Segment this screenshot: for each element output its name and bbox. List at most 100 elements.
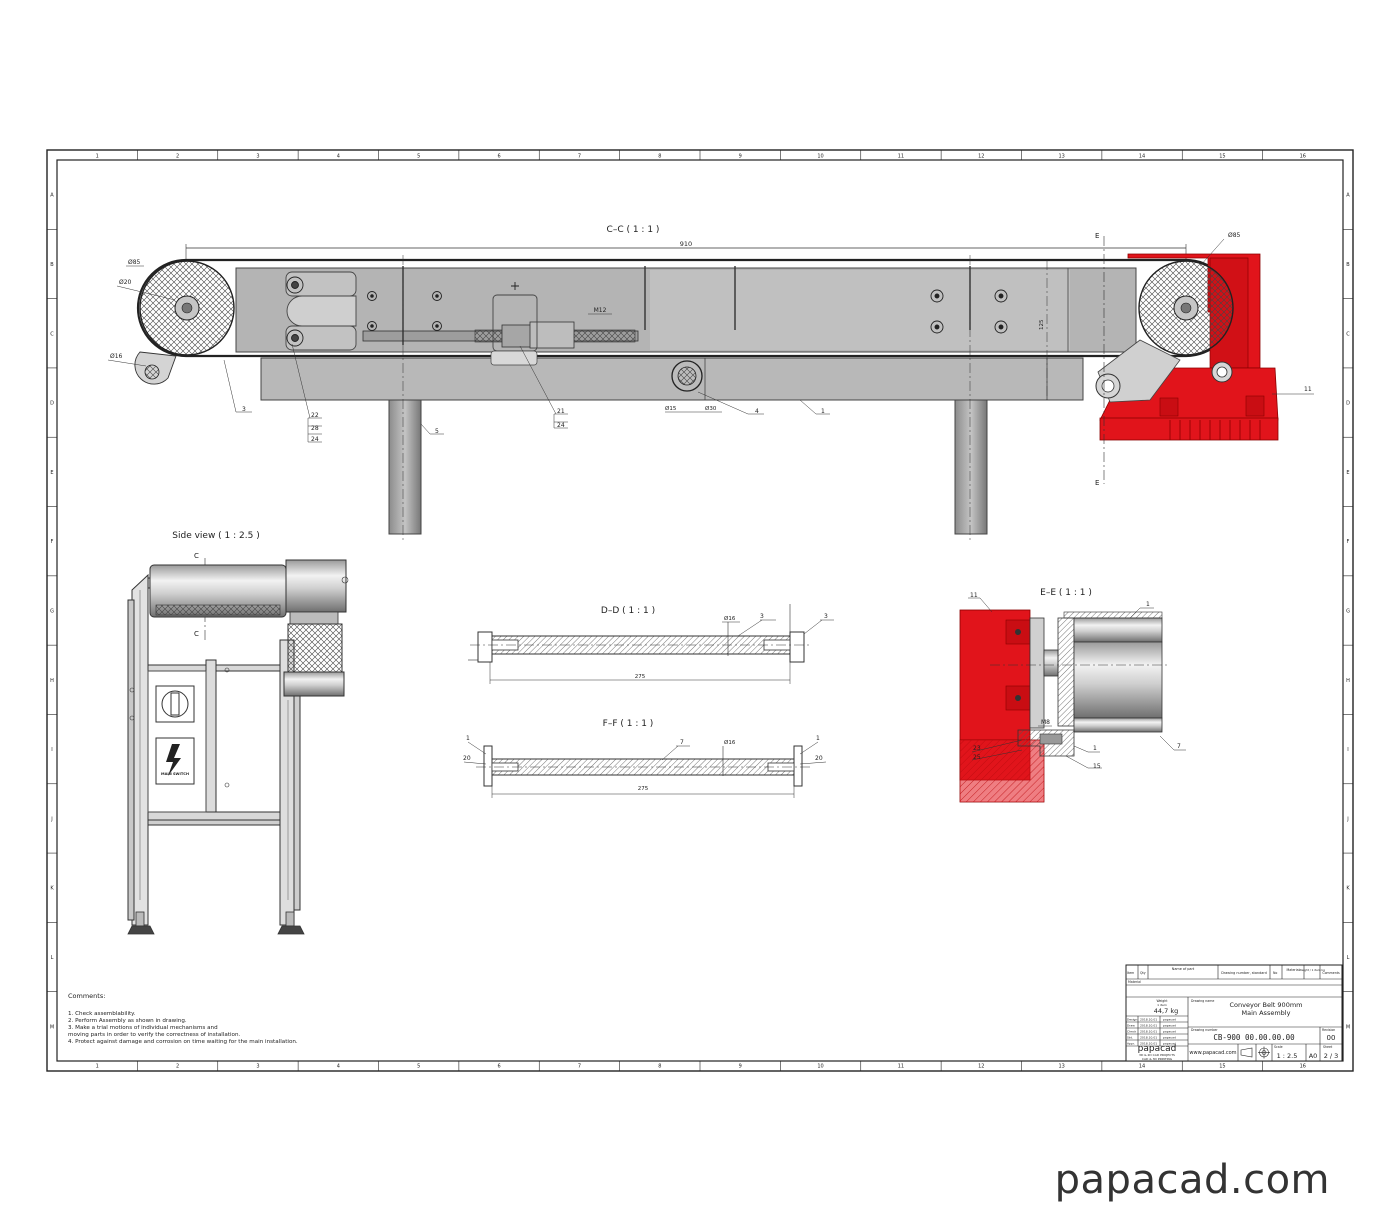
comments-title: Comments: (68, 992, 105, 1000)
tb-no: No (1273, 971, 1277, 975)
frame-row-letter: K (1346, 886, 1350, 892)
side-motor (287, 623, 343, 681)
frame-row-letter: A (50, 193, 54, 199)
balloon-24-a: 24 (311, 436, 319, 443)
frame-column-number: 4 (337, 154, 340, 160)
signoff-name: papacad (1163, 1018, 1176, 1022)
dim-125: 125 (1039, 319, 1045, 330)
signoff-date: 2018.10.01 (1140, 1036, 1157, 1040)
section-mark-e-bottom: E (1095, 479, 1099, 487)
frame-column-number: 15 (1219, 1064, 1225, 1070)
comment-line-4: moving parts in order to verify the corr… (68, 1032, 240, 1038)
signoff-role: Std. (1127, 1036, 1133, 1040)
frame-row-letter: K (50, 886, 54, 892)
frame-row-letter: M (50, 1024, 54, 1030)
frame-row-letter: L (1347, 955, 1350, 961)
frame-row-letter: B (50, 262, 54, 268)
frame-row-letter: D (50, 401, 54, 407)
tb-company-sub1: 3D & 2D CAD PROJECTS (1139, 1053, 1175, 1057)
frame-column-number: 8 (658, 1064, 661, 1070)
dim-text-910: 910 (680, 240, 692, 248)
ee-balloon-1b: 1 (1093, 745, 1097, 752)
tb-weight-value: 44,7 kg (1154, 1007, 1178, 1015)
frame-row-letter: E (50, 470, 53, 476)
leg-right (954, 399, 988, 535)
frame-row-letter: F (1347, 539, 1350, 545)
frame-column-number: 6 (497, 1064, 500, 1070)
section-ee-view: E–E ( 1 : 1 ) M8 1 (959, 588, 1186, 803)
frame-row-letter: J (50, 816, 52, 822)
dd-balloon-3b: 3 (824, 613, 828, 620)
frame-row-letter: G (1346, 609, 1350, 615)
tb-scale: 1 : 2.5 (1277, 1052, 1298, 1060)
frame-row-letter: L (51, 955, 54, 961)
view-title-ee: E–E ( 1 : 1 ) (1040, 588, 1092, 598)
tb-drawing-name-2: Main Assembly (1242, 1009, 1291, 1017)
side-motor-gearbox (285, 559, 347, 613)
signoff-role: Check (1127, 1030, 1136, 1034)
ff-dim-d16: Ø16 (724, 739, 736, 746)
switch-label: MAIN SWITCH (161, 772, 189, 776)
view-title-dd: D–D ( 1 : 1 ) (601, 606, 655, 616)
tb-drawing-number-std: Drawing number, standard (1221, 971, 1267, 975)
ff-dim-275: 275 (638, 786, 649, 792)
frame-row-letter: H (1346, 678, 1350, 684)
mounting-bolts (286, 276, 1008, 347)
ee-balloon-7: 7 (1177, 743, 1181, 750)
tb-drawing-name-label: Drawing name (1191, 999, 1214, 1003)
frame-column-number: 9 (739, 1064, 742, 1070)
lightning-icon (166, 744, 181, 776)
tb-weight-label: Weight (1156, 999, 1168, 1003)
frame-column-number: 3 (256, 154, 259, 160)
frame-row-letter: M (1346, 1024, 1350, 1030)
signoff-role: Design (1127, 1018, 1137, 1022)
frame-column-number: 11 (898, 1064, 904, 1070)
frame-column-number: 10 (817, 154, 823, 160)
frame-column-number: 12 (978, 154, 984, 160)
frame-column-number: 1 (96, 1064, 99, 1070)
ee-balloon-11: 11 (970, 592, 978, 599)
tb-material-header: Material (1287, 968, 1300, 972)
dim-d30: Ø30 (705, 405, 717, 412)
ee-balloon-1a: 1 (1146, 601, 1150, 608)
section-mark-e-top: E (1095, 232, 1099, 240)
ff-balloon-1a: 1 (466, 735, 470, 742)
comment-line-3: 3. Make a trial motions of individual me… (68, 1025, 218, 1031)
tb-qty: Qty (1140, 971, 1146, 975)
dim-d15: Ø15 (665, 405, 677, 412)
section-mark-c-top: C (194, 552, 199, 560)
leg-left (388, 399, 422, 535)
comment-line-5: 4. Protect against damage and corrosion … (68, 1039, 298, 1045)
frame-column-number: 16 (1300, 154, 1306, 160)
tb-weight-unit: 1 item (1157, 1003, 1167, 1007)
frame-column-number: 13 (1059, 1064, 1065, 1070)
frame-column-number: 11 (898, 154, 904, 160)
watermark-text: papacad.com (1054, 1157, 1330, 1203)
frame-row-letter: H (50, 678, 54, 684)
dim-m12: M12 (594, 307, 607, 314)
signoff-date: 2018.10.01 (1140, 1030, 1157, 1034)
view-title-ff: F–F ( 1 : 1 ) (603, 719, 654, 729)
frame-column-number: 10 (817, 1064, 823, 1070)
ee-dim-m8: M8 (1041, 719, 1050, 726)
dd-dim-275: 275 (635, 674, 646, 680)
ff-balloon-7: 7 (680, 739, 684, 746)
tb-format: A0 (1309, 1052, 1318, 1060)
balloon-4: 4 (755, 408, 759, 415)
title-block: Item Qty Name of part Drawing number, st… (1125, 964, 1343, 1062)
tb-material-label: Material (1128, 980, 1141, 984)
balloon-28: 28 (311, 425, 319, 432)
frame-row-letter: G (50, 609, 54, 615)
view-title-cc: C–C ( 1 : 1 ) (607, 225, 660, 235)
view-title-side: Side view ( 1 : 2.5 ) (172, 531, 259, 541)
tb-drawing-number: CB-900 00.00.00.00 (1213, 1033, 1295, 1042)
frame-column-number: 5 (417, 154, 420, 160)
section-cc-view: C–C ( 1 : 1 ) 910 M12 (107, 225, 1314, 540)
dd-dim-d16: Ø16 (724, 615, 736, 622)
signoff-name: papacad (1163, 1024, 1176, 1028)
frame-column-ruler: 1122334455667788991010111112121313141415… (96, 150, 1306, 1071)
ee-balloon-25: 25 (973, 754, 981, 761)
frame-column-number: 15 (1219, 154, 1225, 160)
